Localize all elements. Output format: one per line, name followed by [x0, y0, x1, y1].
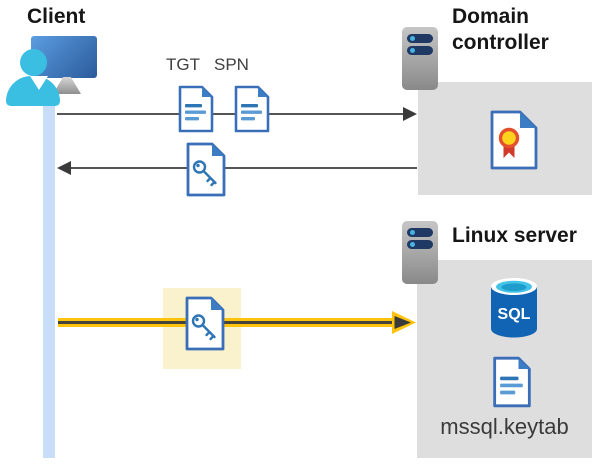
response-arrowhead-icon — [57, 161, 71, 175]
server-led-icon — [410, 242, 415, 247]
certificate-icon — [490, 110, 538, 170]
auth-arrow-line — [58, 318, 394, 327]
tgt-label: TGT — [166, 55, 200, 74]
tgt-document-icon — [178, 85, 214, 133]
response-arrow-line — [70, 167, 417, 169]
auth-arrow-core — [58, 321, 394, 324]
domain-controller-server-icon — [402, 27, 438, 90]
user-collar — [30, 76, 48, 90]
auth-arrowhead-icon — [392, 311, 416, 334]
server-slot — [407, 34, 433, 43]
domain-controller-title: Domain controller — [452, 5, 549, 54]
client-title: Client — [27, 5, 86, 28]
server-led-icon — [410, 230, 415, 235]
key-document-icon — [186, 142, 226, 197]
keytab-document-icon — [493, 356, 531, 408]
user-icon — [20, 49, 47, 76]
client-timeline — [43, 87, 55, 458]
linux-server-title: Linux server — [452, 224, 577, 247]
sql-database-icon: SQL — [491, 278, 537, 338]
server-slot — [407, 240, 433, 249]
request-arrow-line — [57, 113, 404, 115]
request-arrowhead-icon — [403, 107, 417, 121]
server-slot — [407, 46, 433, 55]
spn-document-icon — [234, 85, 270, 133]
server-slot — [407, 228, 433, 237]
client-computer-user-icon — [6, 36, 106, 108]
linux-server-icon — [402, 221, 438, 284]
key-document-highlighted-icon — [185, 296, 225, 351]
sql-label: SQL — [498, 306, 531, 323]
spn-label: SPN — [214, 55, 249, 74]
keytab-filename: mssql.keytab — [440, 414, 569, 439]
server-led-icon — [410, 36, 415, 41]
server-led-icon — [410, 48, 415, 53]
